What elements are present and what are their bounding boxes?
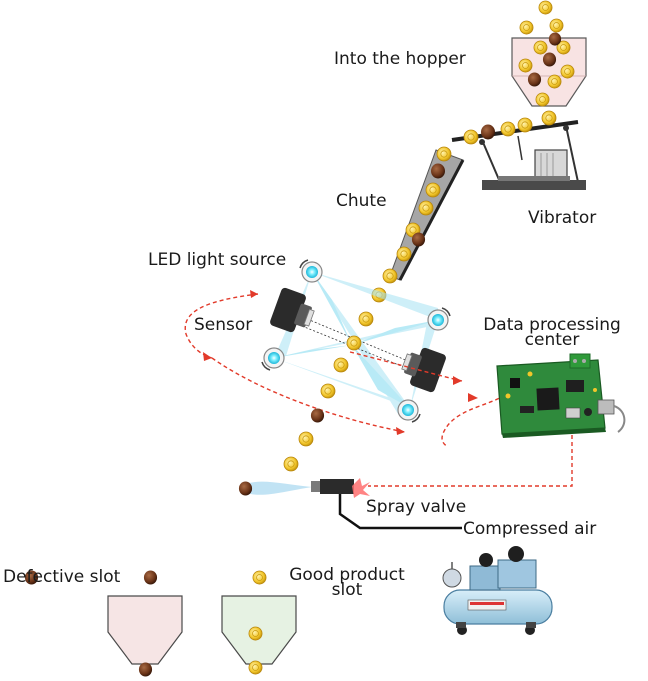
sorted-beans [283,311,374,472]
chute-beans [371,146,452,303]
defective-bin-icon [24,570,183,677]
label-spray-valve: Spray valve [366,497,467,517]
label-good-product-slot: Good product slot [284,566,410,600]
label-data-processing-center: Data processing center [473,316,631,350]
air-compressor-icon [442,546,553,635]
label-data-processing-line2: center [524,330,580,350]
label-good-slot-line2: slot [331,580,363,600]
led-light-icon [261,259,451,423]
label-defective-slot: Defective slot [3,567,121,587]
label-sensor: Sensor [194,315,253,335]
signal-arrows [184,293,573,487]
arrow-heads [203,290,478,435]
label-hopper: Into the hopper [334,49,466,69]
label-compressed-air: Compressed air [463,519,597,539]
label-good-slot-line1: Good product [289,565,405,585]
label-data-processing-line1: Data processing [483,315,621,335]
sensor-camera-icon [270,287,446,393]
hopper-icon [511,37,587,107]
good-bin-icon [221,595,297,675]
good-legend-bean [252,570,267,585]
defective-legend-bean [143,570,158,585]
label-chute: Chute [336,191,387,211]
spray-valve-icon [238,478,462,530]
label-vibrator: Vibrator [528,208,597,228]
circuit-board-icon [496,353,626,438]
label-led-light-source: LED light source [148,250,287,270]
